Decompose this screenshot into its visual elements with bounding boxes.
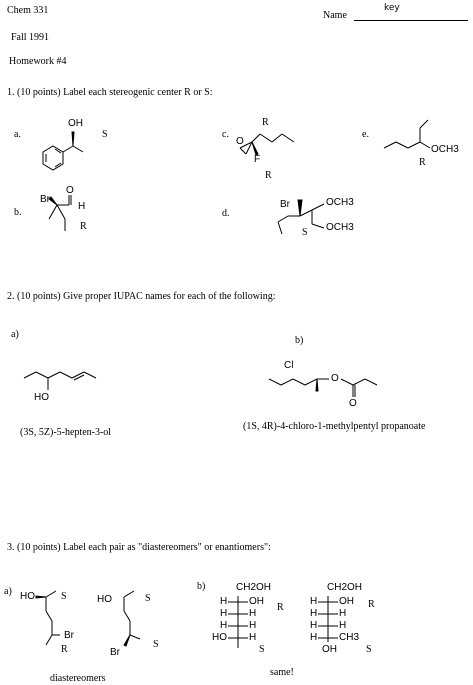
q1e-answer: R: [419, 157, 426, 168]
q3a-ho2: HO: [97, 594, 112, 605]
q3b-right-row1-left: H: [310, 596, 318, 607]
q3a-label: a): [4, 586, 12, 597]
q2a-label: a): [11, 329, 19, 340]
q3a-s3: S: [153, 639, 159, 650]
q3-prompt: 3. (10 points) Label each pair as "diast…: [7, 542, 271, 553]
q3b-right-row4-right: CH3: [339, 632, 360, 643]
q1-prompt: 1. (10 points) Label each stereogenic ce…: [7, 87, 213, 98]
q3b-left-backbone: [228, 596, 248, 648]
q1d-structure: [277, 199, 325, 235]
q1b-answer: R: [80, 221, 87, 232]
q1a-label: a.: [14, 129, 21, 140]
q1b-o: O: [66, 185, 74, 196]
q1a-answer: S: [102, 129, 108, 140]
q1c-answer-top: R: [262, 117, 269, 128]
q1d-och3-2: OCH3: [326, 222, 354, 233]
name-label: Name: [323, 10, 347, 21]
q3a-s2: S: [145, 593, 151, 604]
q1d-och3-1: OCH3: [326, 197, 354, 208]
q2b-o2: O: [349, 398, 357, 409]
q3b-left-row3-left: H: [220, 620, 228, 631]
q2b-structure: [268, 378, 378, 397]
q3b-right-s: S: [366, 644, 372, 655]
q1c-o: O: [236, 136, 244, 147]
q3b-right-row2-right: H: [339, 608, 347, 619]
q1e-label: e.: [362, 129, 369, 140]
q1b-structure: [48, 195, 72, 231]
q1c-f: F: [254, 154, 261, 165]
q2b-answer: (1S, 4R)-4-chloro-1-methylpentyl propano…: [243, 421, 426, 432]
term: Fall 1991: [11, 32, 50, 43]
q3b-right-row4-left: H: [310, 632, 318, 643]
q3a-br2: Br: [110, 647, 120, 658]
name-line: [354, 20, 468, 21]
q3b-right-backbone: [318, 596, 338, 642]
q2-prompt: 2. (10 points) Give proper IUPAC names f…: [7, 291, 276, 302]
q3b-left-top: CH2OH: [236, 582, 272, 593]
q3b-right-row3-left: H: [310, 620, 318, 631]
q3b-right-bottom: OH: [322, 644, 337, 655]
q3a-answer: diastereomers: [50, 673, 106, 684]
q3b-right-row2-left: H: [310, 608, 318, 619]
q3b-right-row3-right: H: [339, 620, 347, 631]
q3a-s1: S: [61, 591, 67, 602]
q3b-left-row1-left: H: [220, 596, 228, 607]
q1d-br: Br: [280, 199, 290, 210]
q2b-cl: Cl: [284, 360, 294, 371]
q3b-left-row4-right: H: [249, 632, 257, 643]
q2a-answer: (3S, 5Z)-5-hepten-3-ol: [20, 427, 112, 438]
q3b-left-row4-left: HO: [212, 632, 227, 643]
course-title: Chem 331: [7, 5, 49, 16]
q1d-answer: S: [302, 227, 308, 238]
q3a-br1: Br: [64, 630, 74, 641]
q3b-right-r: R: [368, 599, 375, 610]
q2a-structure: [23, 371, 97, 390]
q1a-oh: OH: [68, 118, 83, 129]
q1c-label: c.: [222, 129, 229, 140]
q1e-structure: [383, 119, 431, 149]
name-value: key: [384, 3, 400, 13]
q3b-right-row1-right: OH: [339, 596, 354, 607]
q3b-label: b): [197, 581, 206, 592]
q3b-right-top: CH2OH: [327, 582, 363, 593]
q3b-left-row1-right: OH: [249, 596, 264, 607]
assignment-title: Homework #4: [9, 56, 67, 67]
q3a-left-structure: [35, 590, 60, 646]
q1e-och3: OCH3: [431, 144, 459, 155]
q3b-left-row3-right: H: [249, 620, 257, 631]
q3b-left-s: S: [259, 644, 265, 655]
q3b-left-row2-left: H: [220, 608, 228, 619]
q1c-structure: [239, 133, 295, 156]
q1b-h: H: [78, 201, 86, 212]
q1b-br: Br: [40, 194, 50, 205]
q1c-answer-bottom: R: [265, 170, 272, 181]
q1b-label: b.: [14, 207, 22, 218]
q3a-ho1: HO: [20, 591, 35, 602]
q2a-ho: HO: [34, 392, 49, 403]
q3b-left-row2-right: H: [249, 608, 257, 619]
q3a-r1: R: [61, 644, 68, 655]
q3b-answer: same!: [270, 667, 294, 678]
q1a-structure: [42, 131, 84, 171]
q3b-left-r: R: [277, 602, 284, 613]
q1d-label: d.: [222, 208, 230, 219]
q2b-o1: O: [331, 373, 339, 384]
q2b-label: b): [295, 335, 304, 346]
q3a-right-structure: [123, 590, 141, 647]
